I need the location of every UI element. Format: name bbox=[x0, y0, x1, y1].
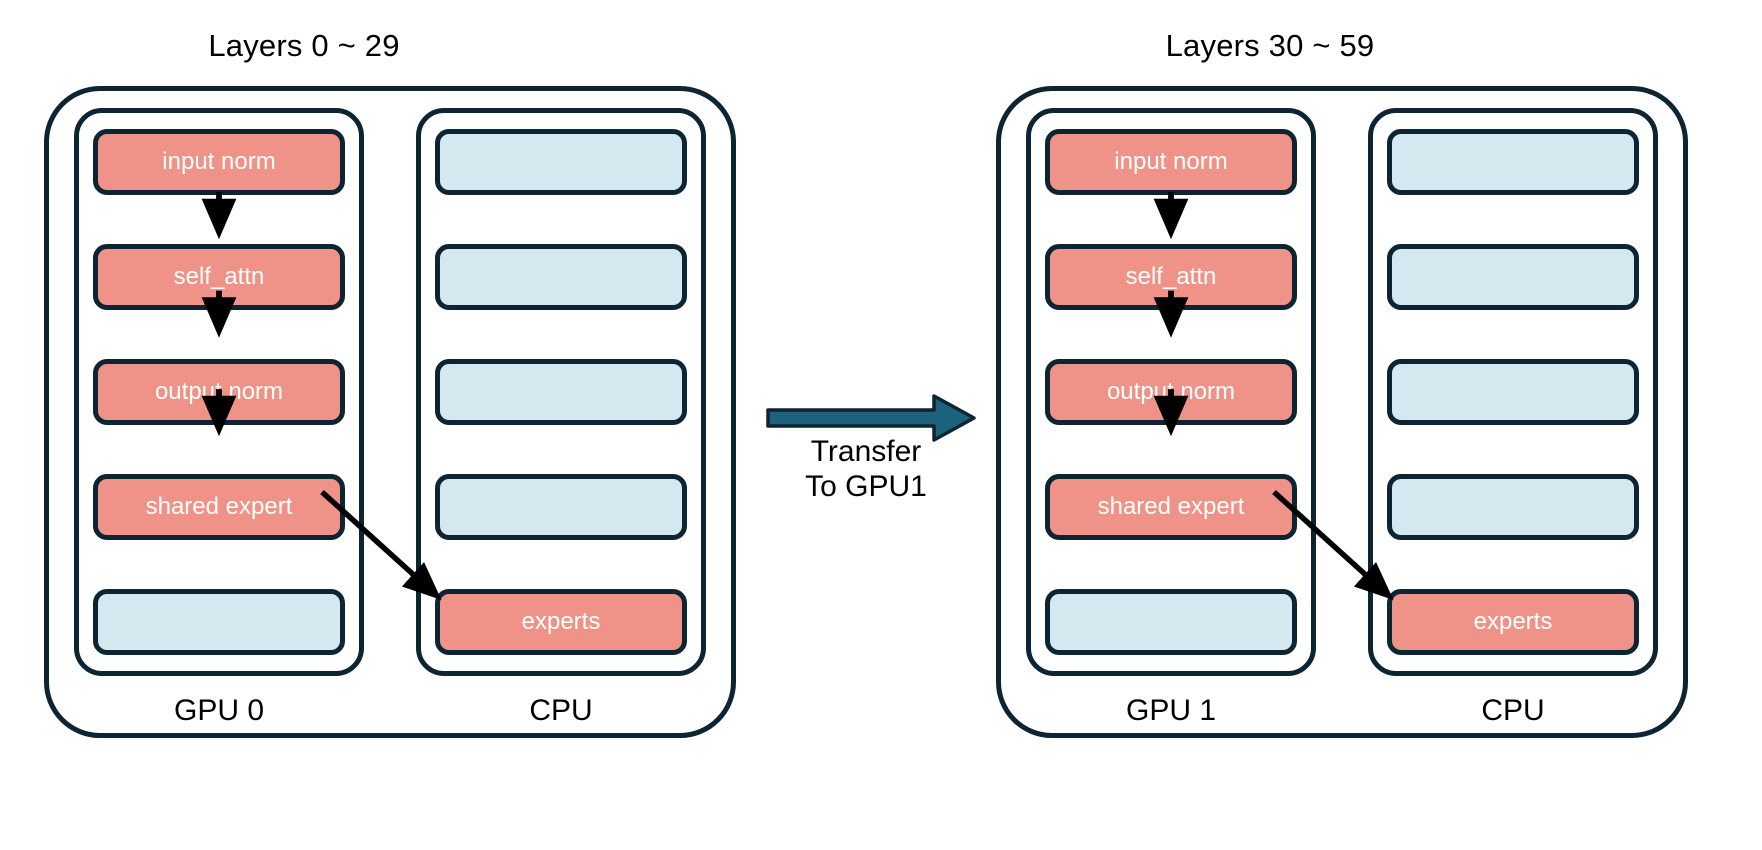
node-cpu-slot-4[interactable] bbox=[1387, 474, 1639, 540]
node-label: experts bbox=[521, 608, 601, 635]
cpu-column-left: experts bbox=[416, 108, 706, 676]
panel-title-right: Layers 30 ~ 59 bbox=[1165, 28, 1375, 63]
node-cpu-slot-1[interactable] bbox=[1387, 129, 1639, 195]
node-label: shared expert bbox=[1097, 493, 1245, 520]
node-self-attn[interactable]: self_attn bbox=[1045, 244, 1297, 310]
transfer-label-line1: Transfer bbox=[810, 435, 922, 468]
panel-columns-right: input norm self_attn output norm shared … bbox=[996, 86, 1688, 738]
node-label: input norm bbox=[162, 148, 276, 175]
node-label: output norm bbox=[154, 378, 284, 405]
transfer-arrow-group: Transfer To GPU1 bbox=[766, 392, 986, 532]
transfer-label: Transfer To GPU1 bbox=[766, 434, 966, 505]
node-label: shared expert bbox=[145, 493, 293, 520]
node-cpu-slot-3[interactable] bbox=[1387, 359, 1639, 425]
node-shared-expert[interactable]: shared expert bbox=[93, 474, 345, 540]
transfer-label-line2: To GPU1 bbox=[805, 470, 927, 504]
panel-group-left: Layers 0 ~ 29 input norm self_attn outpu… bbox=[28, 30, 748, 820]
node-cpu-slot-2[interactable] bbox=[435, 244, 687, 310]
node-input-norm[interactable]: input norm bbox=[1045, 129, 1297, 195]
node-cpu-slot-1[interactable] bbox=[435, 129, 687, 195]
node-label: input norm bbox=[1114, 148, 1228, 175]
node-label: experts bbox=[1473, 608, 1553, 635]
node-output-norm[interactable]: output norm bbox=[93, 359, 345, 425]
node-cpu-slot-4[interactable] bbox=[435, 474, 687, 540]
node-experts[interactable]: experts bbox=[1387, 589, 1639, 655]
panel-title-left: Layers 0 ~ 29 bbox=[208, 28, 400, 63]
node-placeholder-gpu[interactable] bbox=[93, 589, 345, 655]
node-output-norm[interactable]: output norm bbox=[1045, 359, 1297, 425]
node-shared-expert[interactable]: shared expert bbox=[1045, 474, 1297, 540]
gpu-column-left: input norm self_attn output norm shared … bbox=[74, 108, 364, 676]
node-experts[interactable]: experts bbox=[435, 589, 687, 655]
cpu-column-right: experts bbox=[1368, 108, 1658, 676]
node-label: self_attn bbox=[173, 263, 265, 290]
node-placeholder-gpu[interactable] bbox=[1045, 589, 1297, 655]
node-cpu-slot-3[interactable] bbox=[435, 359, 687, 425]
transfer-arrow-icon bbox=[766, 394, 976, 442]
gpu-column-right: input norm self_attn output norm shared … bbox=[1026, 108, 1316, 676]
node-input-norm[interactable]: input norm bbox=[93, 129, 345, 195]
node-cpu-slot-2[interactable] bbox=[1387, 244, 1639, 310]
node-self-attn[interactable]: self_attn bbox=[93, 244, 345, 310]
node-label: output norm bbox=[1106, 378, 1236, 405]
panel-group-right: Layers 30 ~ 59 input norm self_attn outp… bbox=[980, 30, 1700, 820]
panel-columns-left: input norm self_attn output norm shared … bbox=[44, 86, 736, 738]
node-label: self_attn bbox=[1125, 263, 1217, 290]
